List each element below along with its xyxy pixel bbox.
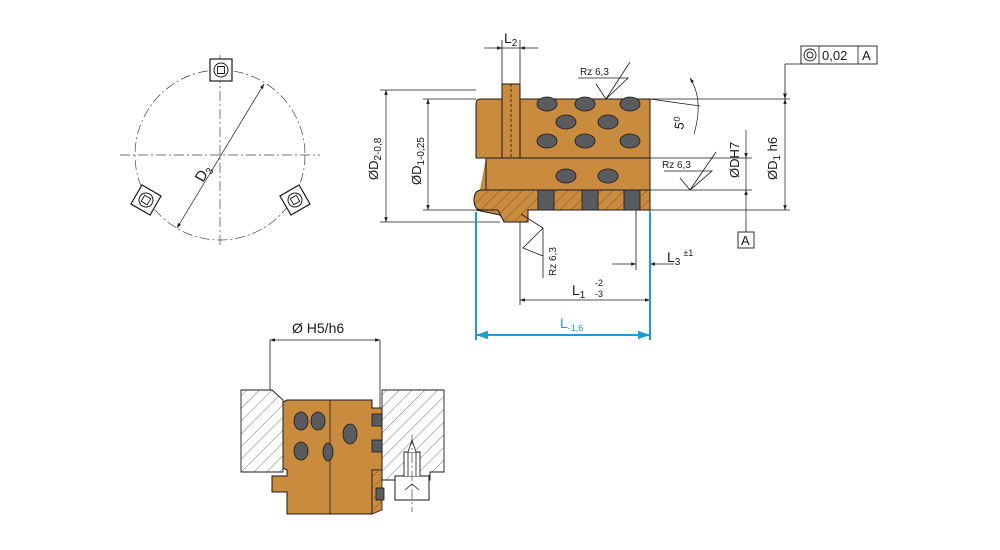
- l1-tol-upper: -2: [595, 278, 603, 288]
- rz-top-label: Rz 6,3: [580, 67, 609, 78]
- d1-tol-label: ØD1-0,25: [409, 137, 427, 185]
- concentricity-frame: 0,02 A: [800, 45, 878, 65]
- l1-label: L1: [572, 282, 586, 301]
- graphite-plug: [536, 133, 558, 149]
- bushing-section: ØD2-0,8 ØD1-0,25 L2 Rz 6,3 50 Rz 6,3 ØDH…: [366, 30, 878, 340]
- housing-left: [240, 389, 284, 473]
- graphite-plug-section: [375, 487, 385, 501]
- graphite-plug-section: [371, 439, 383, 453]
- l2-label: L2: [504, 30, 518, 49]
- graphite-plug-section: [371, 413, 383, 427]
- concentricity-value: 0,02: [822, 48, 847, 63]
- concentricity-datum: A: [862, 48, 871, 63]
- angle-label: 50: [670, 116, 688, 131]
- graphite-plug: [574, 96, 596, 112]
- rz-mid-symbol: [664, 170, 714, 191]
- fit-label: Ø H5/h6: [292, 320, 344, 336]
- l-total-label: L-1,6: [560, 315, 583, 333]
- graphite-plug: [619, 133, 641, 149]
- dh7-label: ØDH7: [727, 142, 742, 178]
- rz-bottom-symbol: Rz 6,3: [520, 213, 559, 278]
- retaining-screw: [394, 435, 430, 512]
- d2-label: ØD2-0,8: [366, 137, 384, 180]
- bushing-section-hatch: [473, 189, 651, 223]
- graphite-plug: [310, 411, 326, 431]
- datum-a-label: A: [741, 233, 750, 248]
- screw-bottom-right: [279, 184, 311, 216]
- graphite-plug-section: [623, 189, 641, 211]
- graphite-plug: [536, 96, 558, 112]
- d3-dimension-line: [176, 83, 265, 229]
- graphite-plug: [555, 168, 577, 184]
- graphite-plug: [322, 442, 334, 462]
- installation-view: Ø H5/h6: [240, 320, 445, 515]
- graphite-plug: [574, 133, 596, 149]
- graphite-plug: [597, 168, 619, 184]
- screw-bottom-left: [130, 184, 162, 216]
- l3-label: L3±1: [667, 248, 693, 268]
- rz-bottom-label: Rz 6,3: [548, 247, 559, 276]
- d1h6-label: ØD1 h6: [765, 137, 783, 180]
- rz-top-symbol: [578, 77, 629, 100]
- graphite-plug: [619, 96, 641, 112]
- graphite-plug: [597, 114, 619, 130]
- graphite-plug: [293, 411, 309, 431]
- graphite-plug-section: [581, 189, 599, 211]
- d3-label: D3: [192, 162, 217, 186]
- l1-tol-lower: -3: [595, 289, 603, 299]
- angle-arc: [689, 77, 699, 135]
- graphite-plug: [293, 441, 309, 461]
- rz-mid-label: Rz 6,3: [662, 160, 691, 171]
- bolt-circle-view: D3: [120, 55, 320, 248]
- graphite-plug: [555, 114, 577, 130]
- graphite-plug: [342, 423, 358, 445]
- screw-top: [209, 58, 233, 82]
- graphite-plug-section: [537, 189, 555, 211]
- concentricity-icon: [803, 48, 817, 62]
- datum-a-box: [737, 231, 755, 249]
